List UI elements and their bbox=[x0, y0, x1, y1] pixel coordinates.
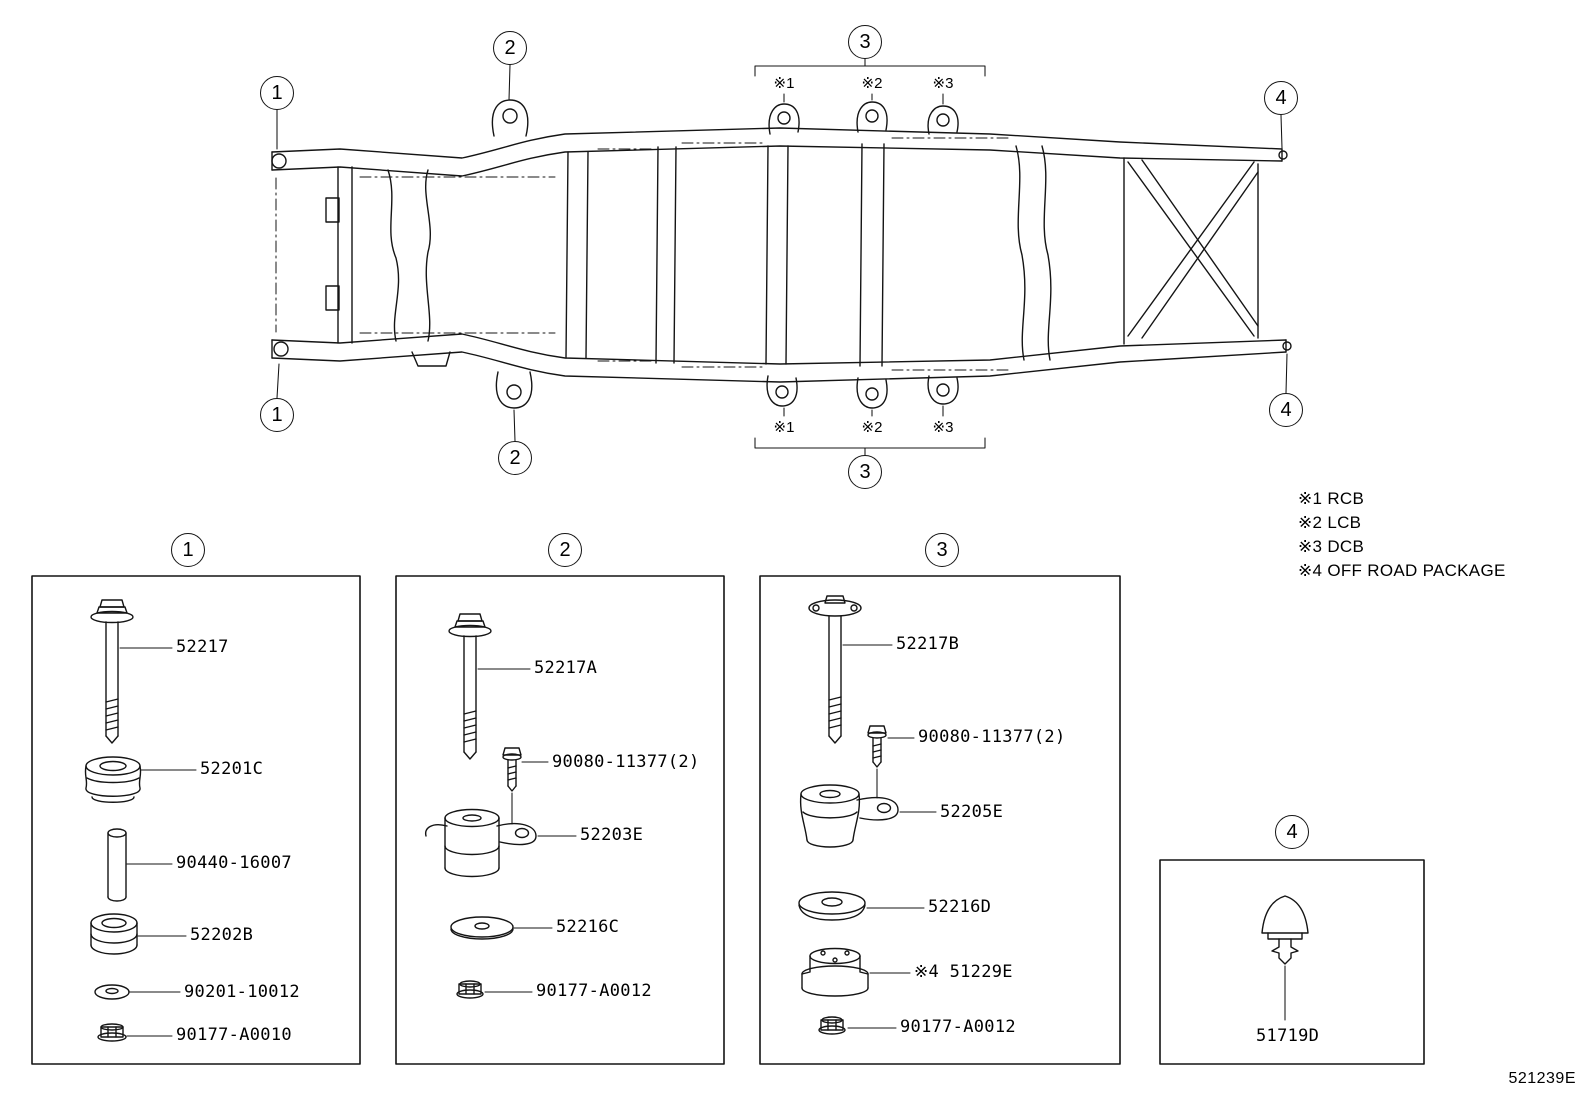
part-label-52217[interactable]: 52217 bbox=[176, 637, 229, 657]
part-label-90080-11377-b2[interactable]: 90080-11377(2) bbox=[552, 752, 700, 772]
callout-number: 4 bbox=[1275, 87, 1287, 109]
legend-lcb: ※2 LCB bbox=[1298, 513, 1362, 532]
washer-52216C-drawing bbox=[450, 916, 553, 940]
ref-mark-2-bottom: ※2 bbox=[861, 419, 883, 436]
callout-number: 1 bbox=[271, 82, 283, 104]
collar-90440-16007-drawing bbox=[107, 828, 173, 902]
bolt-52217B-drawing bbox=[808, 595, 893, 744]
part-label-52205E[interactable]: 52205E bbox=[940, 802, 1004, 822]
box3-callout[interactable]: 3 bbox=[925, 533, 959, 567]
callout-1-front-left-bottom[interactable]: 1 bbox=[260, 398, 294, 432]
part-label-52217A[interactable]: 52217A bbox=[534, 658, 598, 678]
clip-51719D-drawing bbox=[1261, 895, 1309, 1021]
callout-number: 2 bbox=[504, 37, 516, 59]
part-label-90177-A0010[interactable]: 90177-A0010 bbox=[176, 1025, 292, 1045]
legend-off-road-package: ※4 OFF ROAD PACKAGE bbox=[1298, 561, 1506, 580]
bolt-52217-drawing bbox=[90, 599, 173, 744]
detail-box-frames bbox=[31, 575, 1425, 1065]
part-label-52203E[interactable]: 52203E bbox=[580, 825, 644, 845]
bolt-52217A-drawing bbox=[448, 613, 531, 760]
nut-90177-A0010-drawing bbox=[97, 1023, 173, 1042]
callout-number: 4 bbox=[1280, 399, 1292, 421]
diagram-code: 521239E bbox=[1508, 1070, 1576, 1087]
callout-4-rear-bottom[interactable]: 4 bbox=[1269, 393, 1303, 427]
callout-3-bottom[interactable]: 3 bbox=[848, 455, 882, 489]
part-label-90440-16007[interactable]: 90440-16007 bbox=[176, 853, 292, 873]
callout-2-top[interactable]: 2 bbox=[493, 31, 527, 65]
retainer-52216D-drawing bbox=[798, 891, 925, 921]
callout-number: 3 bbox=[859, 461, 871, 483]
callout-number: 4 bbox=[1286, 821, 1298, 843]
cushion-51229E-drawing bbox=[801, 947, 911, 997]
part-label-90201-10012[interactable]: 90201-10012 bbox=[184, 982, 300, 1002]
ref-mark-1-top: ※1 bbox=[773, 75, 795, 92]
callout-number: 3 bbox=[859, 31, 871, 53]
part-label-51719D[interactable]: 51719D bbox=[1256, 1026, 1320, 1046]
callout-number: 2 bbox=[559, 539, 571, 561]
washer-90201-10012-drawing bbox=[94, 984, 181, 1000]
callout-4-rear-top[interactable]: 4 bbox=[1264, 81, 1298, 115]
chassis-frame-drawing bbox=[271, 99, 1292, 409]
callout-1-front-left-top[interactable]: 1 bbox=[260, 76, 294, 110]
cushion-52201C-drawing bbox=[84, 756, 197, 803]
part-label-52217B[interactable]: 52217B bbox=[896, 634, 960, 654]
callout-number: 1 bbox=[182, 539, 194, 561]
legend-rcb: ※1 RCB bbox=[1298, 489, 1365, 508]
callout-2-bottom[interactable]: 2 bbox=[498, 441, 532, 475]
box4-callout[interactable]: 4 bbox=[1275, 815, 1309, 849]
callout-number: 2 bbox=[509, 447, 521, 469]
mount-cushion-52205E-drawing bbox=[799, 784, 937, 848]
part-label-52216D[interactable]: 52216D bbox=[928, 897, 992, 917]
nut-90177-A0012-box3-drawing bbox=[818, 1016, 897, 1035]
callout-leader-lines bbox=[276, 58, 1288, 456]
ref-mark-3-bottom: ※3 bbox=[932, 419, 954, 436]
mount-cushion-52203E-drawing bbox=[425, 808, 577, 878]
ref-mark-3-top: ※3 bbox=[932, 75, 954, 92]
nut-90177-A0012-box2-drawing bbox=[456, 980, 533, 999]
bolt-90080-11377-box3-drawing bbox=[867, 725, 915, 799]
part-label-51229E[interactable]: ※4 51229E bbox=[914, 962, 1013, 982]
legend-dcb: ※3 DCB bbox=[1298, 537, 1365, 556]
ref-mark-2-top: ※2 bbox=[861, 75, 883, 92]
part-label-90080-11377-b3[interactable]: 90080-11377(2) bbox=[918, 727, 1066, 747]
part-label-90177-A0012-b2[interactable]: 90177-A0012 bbox=[536, 981, 652, 1001]
part-label-90177-A0012-b3[interactable]: 90177-A0012 bbox=[900, 1017, 1016, 1037]
ref-mark-1-bottom: ※1 bbox=[773, 419, 795, 436]
bolt-90080-11377-box2-drawing bbox=[502, 747, 549, 825]
part-label-52202B[interactable]: 52202B bbox=[190, 925, 254, 945]
box1-callout[interactable]: 1 bbox=[171, 533, 205, 567]
part-label-52201C[interactable]: 52201C bbox=[200, 759, 264, 779]
callout-3-top[interactable]: 3 bbox=[848, 25, 882, 59]
box2-callout[interactable]: 2 bbox=[548, 533, 582, 567]
cushion-52202B-drawing bbox=[90, 913, 187, 955]
part-label-52216C[interactable]: 52216C bbox=[556, 917, 620, 937]
callout-number: 3 bbox=[936, 539, 948, 561]
callout-number: 1 bbox=[271, 404, 283, 426]
